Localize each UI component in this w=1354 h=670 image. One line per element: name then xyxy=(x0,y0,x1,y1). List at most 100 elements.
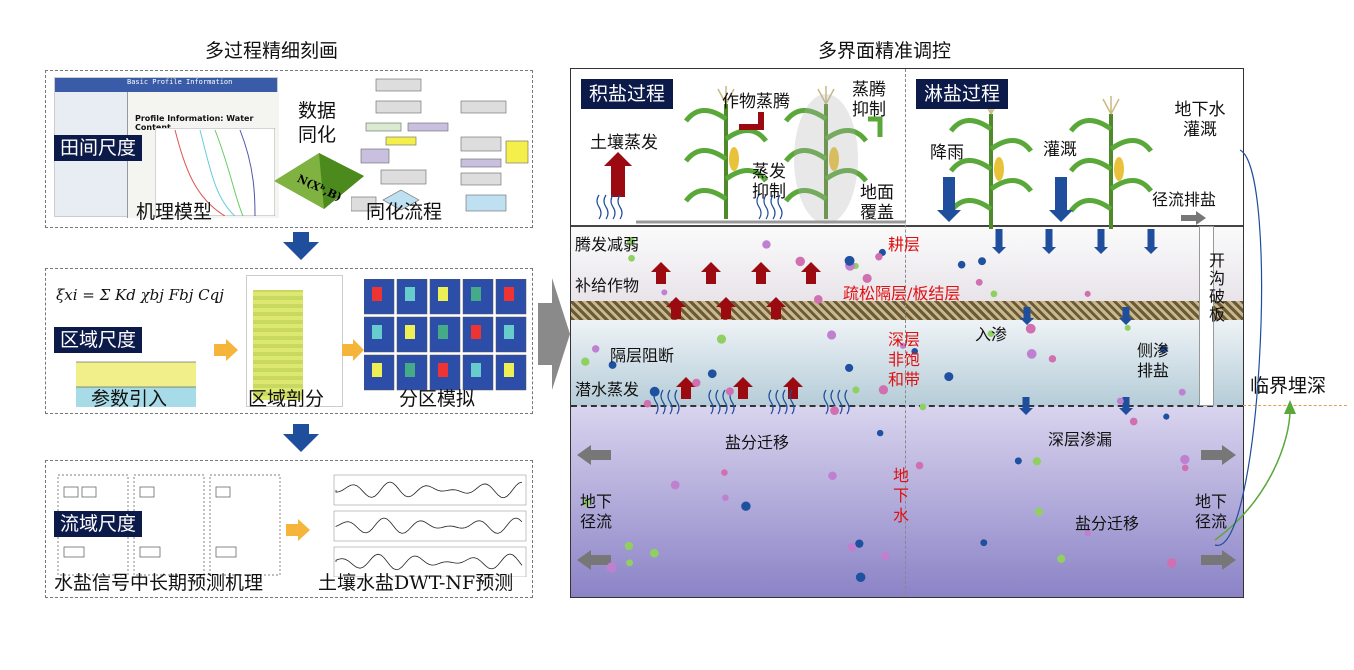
corn-leaf-icon xyxy=(784,188,828,203)
parameter-input-label: 参数引入 xyxy=(91,388,168,410)
zone-hotspot xyxy=(372,287,382,301)
evaporation-wave-icon xyxy=(775,389,781,415)
field-scale-panel: Basic Profile Information Profile Inform… xyxy=(45,70,533,228)
right-arrow-icon xyxy=(342,339,364,361)
salt-particle xyxy=(1026,349,1037,359)
corn-leaf-icon xyxy=(949,198,993,213)
region-partition-map xyxy=(246,275,343,407)
corn-leaf-icon xyxy=(989,178,1033,193)
dwt-nf-prediction-chart xyxy=(333,474,527,577)
lateral-salt-label: 侧渗排盐 xyxy=(1137,341,1170,380)
salt-particle xyxy=(650,548,659,558)
soil-profile-schematic xyxy=(76,361,196,407)
zone-hotspot xyxy=(471,287,481,301)
corn-cob-icon xyxy=(829,147,839,171)
water-content-chart xyxy=(155,128,275,216)
evap-suppress-label: 蒸发抑制 xyxy=(752,162,786,202)
salt-particle xyxy=(990,290,998,298)
evaporation-wave-icon xyxy=(722,389,728,415)
phreatic-evap-label: 潜水蒸发 xyxy=(575,380,640,399)
left-title: 多过程精细刻画 xyxy=(205,40,339,62)
salt-particle xyxy=(741,501,751,511)
corn-tassel-icon xyxy=(1102,96,1120,115)
gaussian-surface-icon: N(Xᵇ,B) xyxy=(274,153,364,209)
salt-particle xyxy=(716,334,727,344)
arrowhead-icon xyxy=(1284,400,1296,414)
salt-particle xyxy=(919,403,927,411)
corn-leaf-icon xyxy=(684,188,728,203)
gw-flow-right-label: 地下径流 xyxy=(1195,492,1228,531)
infiltration-arrow xyxy=(1042,229,1056,254)
corn-leaf-icon xyxy=(1069,198,1113,213)
salt-particle xyxy=(844,255,855,266)
runoff-salt-label: 径流排盐 xyxy=(1152,190,1217,209)
corn-tassel-icon xyxy=(717,86,735,105)
red-up-arrow xyxy=(676,377,696,399)
salt-particle xyxy=(852,386,860,394)
salt-particle xyxy=(643,399,652,408)
red-up-arrow xyxy=(751,262,771,284)
corn-leaf-icon xyxy=(684,108,728,123)
corn-leaf-icon xyxy=(1069,118,1113,133)
salt-particle xyxy=(1057,554,1066,563)
down-arrow-icon xyxy=(283,424,319,452)
red-up-arrow xyxy=(733,377,753,399)
corn-leaf-icon xyxy=(724,168,768,183)
evaporation-wave-icon xyxy=(823,389,829,415)
mulch-highlight xyxy=(794,94,858,224)
salt-leaching-title: 淋盐过程 xyxy=(916,79,1009,109)
salt-particle xyxy=(722,494,729,502)
salt-particle xyxy=(878,385,889,395)
corn-cob-icon xyxy=(729,147,739,171)
evaporation-wave-icon xyxy=(777,194,783,220)
zone-hotspot xyxy=(405,287,415,301)
gw-flow-arrow xyxy=(1201,550,1236,570)
evaporation-wave-icon xyxy=(603,194,609,220)
salt-particle xyxy=(1163,413,1170,420)
zone-hotspot xyxy=(438,325,448,339)
infiltration-arrow xyxy=(1119,307,1133,325)
dwt-nf-label: 土壤水盐DWT-NF预测 xyxy=(318,572,514,594)
corn-leaf-icon xyxy=(824,168,868,183)
salt-particle xyxy=(957,260,966,269)
deep-leakage-label: 深层渗漏 xyxy=(1048,430,1113,449)
infiltration-arrow xyxy=(1020,307,1034,325)
prediction-series xyxy=(335,481,523,499)
salt-migration-1-label: 盐分迁移 xyxy=(725,433,790,452)
evaporation-wave-icon xyxy=(708,389,714,415)
evaporation-wave-icon xyxy=(674,389,680,415)
corn-leaf-icon xyxy=(1109,178,1153,193)
right-arrow-icon xyxy=(286,519,310,541)
zone-hotspot xyxy=(504,287,514,301)
zone-hotspot xyxy=(504,363,514,377)
groundwater-label: 地下水 xyxy=(893,466,910,525)
salt-particle xyxy=(830,406,839,416)
plow-layer-label: 耕层 xyxy=(888,235,921,254)
corn-leaf-icon xyxy=(684,148,728,163)
field-scale-label: 田间尺度 xyxy=(54,135,143,161)
evaporation-wave-icon xyxy=(660,389,666,415)
red-up-arrow xyxy=(651,262,671,284)
region-partition-label: 区域剖分 xyxy=(248,388,325,410)
mulch-label: 地面覆盖 xyxy=(860,183,894,223)
salt-particle xyxy=(1124,324,1131,331)
salt-particle xyxy=(725,387,734,396)
gw-flow-arrow xyxy=(1201,445,1236,465)
layer-block-label: 隔层阻断 xyxy=(610,346,675,365)
mechanism-label: 水盐信号中长期预测机理 xyxy=(54,572,264,594)
region-scale-panel: 区域尺度 参数引入 ξxi = Σ Kd χbj Fbj Cqj 区域剖分 分区… xyxy=(45,268,533,414)
salt-particle xyxy=(582,498,591,507)
corn-leaf-icon xyxy=(949,158,993,173)
irrigation-arrow xyxy=(1049,177,1073,222)
salt-particle xyxy=(1034,507,1043,516)
salt-particle xyxy=(795,256,806,267)
salt-particle xyxy=(1178,388,1186,396)
salt-particle xyxy=(661,289,668,296)
transpiration-arrow xyxy=(739,112,764,130)
infiltration-arrow xyxy=(1019,397,1033,415)
evaporation-wave-icon xyxy=(756,194,762,220)
salt-particle xyxy=(670,480,680,490)
salt-particle xyxy=(649,386,660,397)
loose-layer-label: 疏松隔层/板结层 xyxy=(843,284,961,303)
soil-evaporation-arrow xyxy=(604,152,632,197)
